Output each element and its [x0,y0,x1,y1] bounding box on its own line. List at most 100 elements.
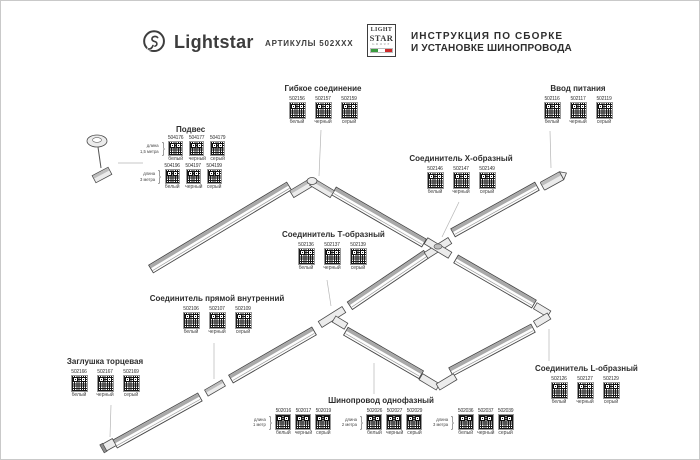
color-label: серый [210,156,225,162]
section-x-connector: Соединитель X-образный 502146 белый 5021… [405,154,517,195]
section-suspension: Подвес длина 1,5 метра } 504176 белый 50… [140,125,226,190]
length-label: длина 2 метра [341,416,357,427]
article-number: 502116 [544,96,560,102]
qr-code [96,375,114,392]
article-item: 502117 черный [569,96,587,125]
instruction-line-2: И УСТАНОВКЕ ШИНОПРОВОДА [411,43,572,54]
brand-logo: Lightstar [141,28,254,57]
qr-code [569,102,587,119]
instruction-title: ИНСТРУКЦИЯ ПО СБОРКЕ И УСТАНОВКЕ ШИНОПРО… [411,31,572,55]
color-label: черный [576,399,594,405]
qr-code [595,102,613,119]
article-item: 502126 белый [550,376,568,405]
instruction-line-1: ИНСТРУКЦИЯ ПО СБОРКЕ [411,31,564,42]
color-label: черный [208,329,226,335]
qr-code [602,382,620,399]
color-label: серый [596,119,612,125]
lightstar-group-logo: LIGHT STAR GROUP [367,24,396,57]
section-title: Ввод питания [550,84,606,93]
article-number: 502146 [427,166,443,172]
article-item: 504199 серый [206,163,222,190]
article-item: 502029 серый [406,408,423,436]
article-item: 502136 белый [297,242,315,271]
end-cap-piece [99,438,117,454]
article-item: 502039 серый [497,408,514,436]
article-item: 502036 белый [457,408,474,436]
suspension-kit-drawing [86,134,113,184]
qr-code [406,414,423,430]
section-power-feed: Ввод питания 502116 белый 502117 черный … [528,84,628,125]
track-segment [112,392,203,449]
article-number: 502126 [551,376,567,382]
article-number: 502037 [477,408,494,414]
qr-code [543,102,561,119]
color-label: серый [341,119,357,125]
article-number: 502107 [209,306,225,312]
length-label: длина 3 метра [432,416,449,427]
article-number: 504179 [209,135,226,141]
qr-code [497,414,514,430]
qr-code [457,414,474,430]
color-label: серый [603,399,619,405]
color-label: черный [385,430,404,436]
article-number: 502167 [97,369,113,375]
article-number: 502166 [71,369,87,375]
color-label: белый [168,156,184,162]
section-t-connector: Соединитель Т-образный 502136 белый 5021… [282,230,385,271]
color-label: черный [452,189,470,195]
track-length-group: длина 1 метр } 502016 белый 502017 черны… [253,408,332,436]
qr-code [349,248,367,265]
article-number: 504176 [167,135,184,141]
track-segment [453,254,537,309]
article-number: 502017 [295,408,312,414]
color-label: белый [551,399,567,405]
article-number: 502136 [298,242,314,248]
track-segment [331,186,427,248]
qr-code [275,414,292,430]
article-item: 502107 черный [208,306,226,335]
article-number: 502137 [324,242,340,248]
brace-glyph: } [161,140,165,157]
qr-code [185,169,201,184]
article-number: 502106 [183,306,199,312]
article-item: 502109 серый [234,306,252,335]
color-label: серый [498,430,513,436]
color-label: серый [206,184,222,190]
article-number: 502169 [123,369,139,375]
article-number: 502039 [497,408,514,414]
color-label: черный [294,430,313,436]
color-label: белый [71,392,87,398]
section-title: Гибкое соединение [284,84,362,93]
section-straight-connector: Соединитель прямой внутренний 502106 бел… [147,294,287,335]
article-item: 502127 черный [576,376,594,405]
article-item: 502146 белый [426,166,444,195]
track-segment [148,181,292,274]
color-label: черный [188,156,206,162]
x-connector-piece [423,237,453,259]
article-item: 502166 белый [70,369,88,398]
qr-code [550,382,568,399]
section-title: Соединитель прямой внутренний [149,294,285,303]
article-item: 502137 черный [323,242,341,271]
qr-code [182,312,200,329]
article-number: 502036 [457,408,474,414]
color-label: черный [477,430,495,436]
length-label: длина 1 метр [253,416,266,427]
qr-code [206,169,222,184]
section-title: Соединитель Т-образный [282,230,385,239]
article-number: 502016 [275,408,292,414]
color-label: белый [458,430,473,436]
qr-code [340,102,358,119]
qr-code [477,414,494,430]
color-label: черный [185,184,203,190]
qr-code [314,102,332,119]
article-item: 502167 черный [96,369,114,398]
qr-code [288,102,306,119]
track-length-group: длина 2 метра } 502026 белый 502027 черн… [342,408,423,436]
track-segment [228,326,317,384]
qr-code [478,172,496,189]
article-item: 502026 белый [366,408,383,436]
length-label: длина 1,5 метра [140,143,159,154]
article-number: 504197 [185,163,201,169]
